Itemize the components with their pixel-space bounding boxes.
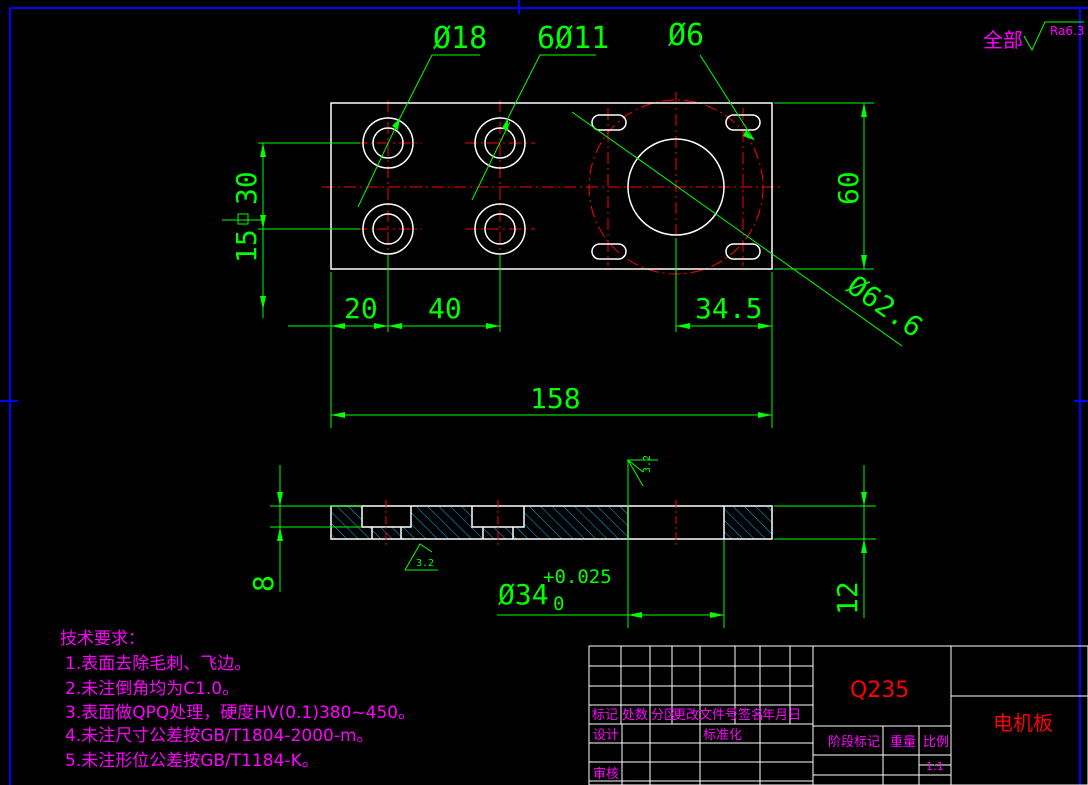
tb-header-change-doc: 更改文件号 — [673, 708, 738, 723]
tb-standardization: 标准化 — [703, 728, 742, 743]
dim-hole-large: Ø18 — [433, 21, 487, 56]
general-roughness: 全部 Ra6.3 — [983, 21, 1085, 52]
dim-x-first: 20 — [344, 292, 378, 325]
tb-header-signature: 签名 — [738, 707, 764, 723]
dimension-lines — [222, 54, 903, 428]
roughness-mark-top: 3.2 — [642, 455, 653, 473]
dim-thickness-counterbore: 8 — [247, 575, 280, 592]
roughness-value: Ra6.3 — [1050, 24, 1085, 38]
tb-header-count: 处数 — [622, 708, 648, 723]
material-label: Q235 — [850, 678, 909, 703]
plate-outline — [330, 102, 773, 270]
roughness-mark-bottom: 3.2 — [416, 558, 434, 569]
dim-bore: Ø34 — [498, 578, 549, 611]
tb-weight: 重量 — [890, 734, 916, 750]
tb-stage-mark: 阶段标记 — [828, 735, 880, 750]
tb-scale: 比例 — [923, 735, 949, 750]
hatched-regions — [332, 507, 772, 539]
dim-pitch-vertical: 30 — [230, 171, 263, 205]
tb-scale-value: 1:1 — [926, 760, 944, 773]
dim-x-right: 34.5 — [695, 292, 762, 325]
section-view: 8 12 Ø34 +0.025 0 3.2 3.2 — [247, 455, 876, 628]
tech-item-5: 5.未注形位公差按GB/T1184-K。 — [65, 751, 319, 771]
tech-title: 技术要求： — [60, 629, 145, 649]
tech-item-4: 4.未注尺寸公差按GB/T1804-2000-m。 — [65, 726, 374, 746]
title-block: Q235 电机板 标记 处数 分区 更改文件号 签名 年月日 设计 标准化 审核… — [588, 645, 1088, 785]
slots — [591, 114, 761, 260]
dim-x-spacing: 40 — [428, 292, 462, 325]
dim-hole-small: Ø6 — [668, 18, 704, 53]
tb-header-date: 年月日 — [762, 708, 801, 723]
tb-design: 设计 — [593, 728, 619, 743]
arrowheads — [260, 103, 867, 418]
dimension-texts: Ø18 6Ø11 Ø6 30 15 60 20 40 34.5 158 Ø62.… — [230, 18, 929, 415]
top-view: Ø18 6Ø11 Ø6 30 15 60 20 40 34.5 158 Ø62.… — [222, 18, 929, 428]
tb-header-zone: 分区 — [651, 708, 677, 723]
dim-bore-tol-upper: +0.025 — [543, 566, 612, 588]
tech-item-1: 1.表面去除毛刺、飞边。 — [65, 654, 251, 674]
dim-bore-tol-lower: 0 — [553, 593, 564, 615]
tb-header-mark: 标记 — [592, 708, 618, 723]
tech-item-2: 2.未注倒角均为C1.0。 — [65, 679, 239, 699]
dim-height: 60 — [832, 171, 865, 205]
part-name: 电机板 — [993, 711, 1053, 735]
tech-requirements: 技术要求： 1.表面去除毛刺、飞边。 2.未注倒角均为C1.0。 3.表面做QP… — [60, 629, 415, 771]
main-bore — [627, 138, 725, 236]
counterbore-holes — [362, 117, 526, 255]
dim-circle-diameter: Ø62.6 — [841, 269, 929, 344]
roughness-label: 全部 — [983, 28, 1023, 52]
dim-offset-vertical: 15 — [230, 229, 263, 263]
tb-review: 审核 — [593, 767, 619, 782]
dim-hole-count: 6Ø11 — [537, 21, 609, 56]
dim-length: 158 — [530, 382, 581, 415]
dim-thickness: 12 — [831, 581, 864, 615]
tech-item-3: 3.表面做QPQ处理，硬度HV(0.1)380~450。 — [65, 703, 415, 723]
